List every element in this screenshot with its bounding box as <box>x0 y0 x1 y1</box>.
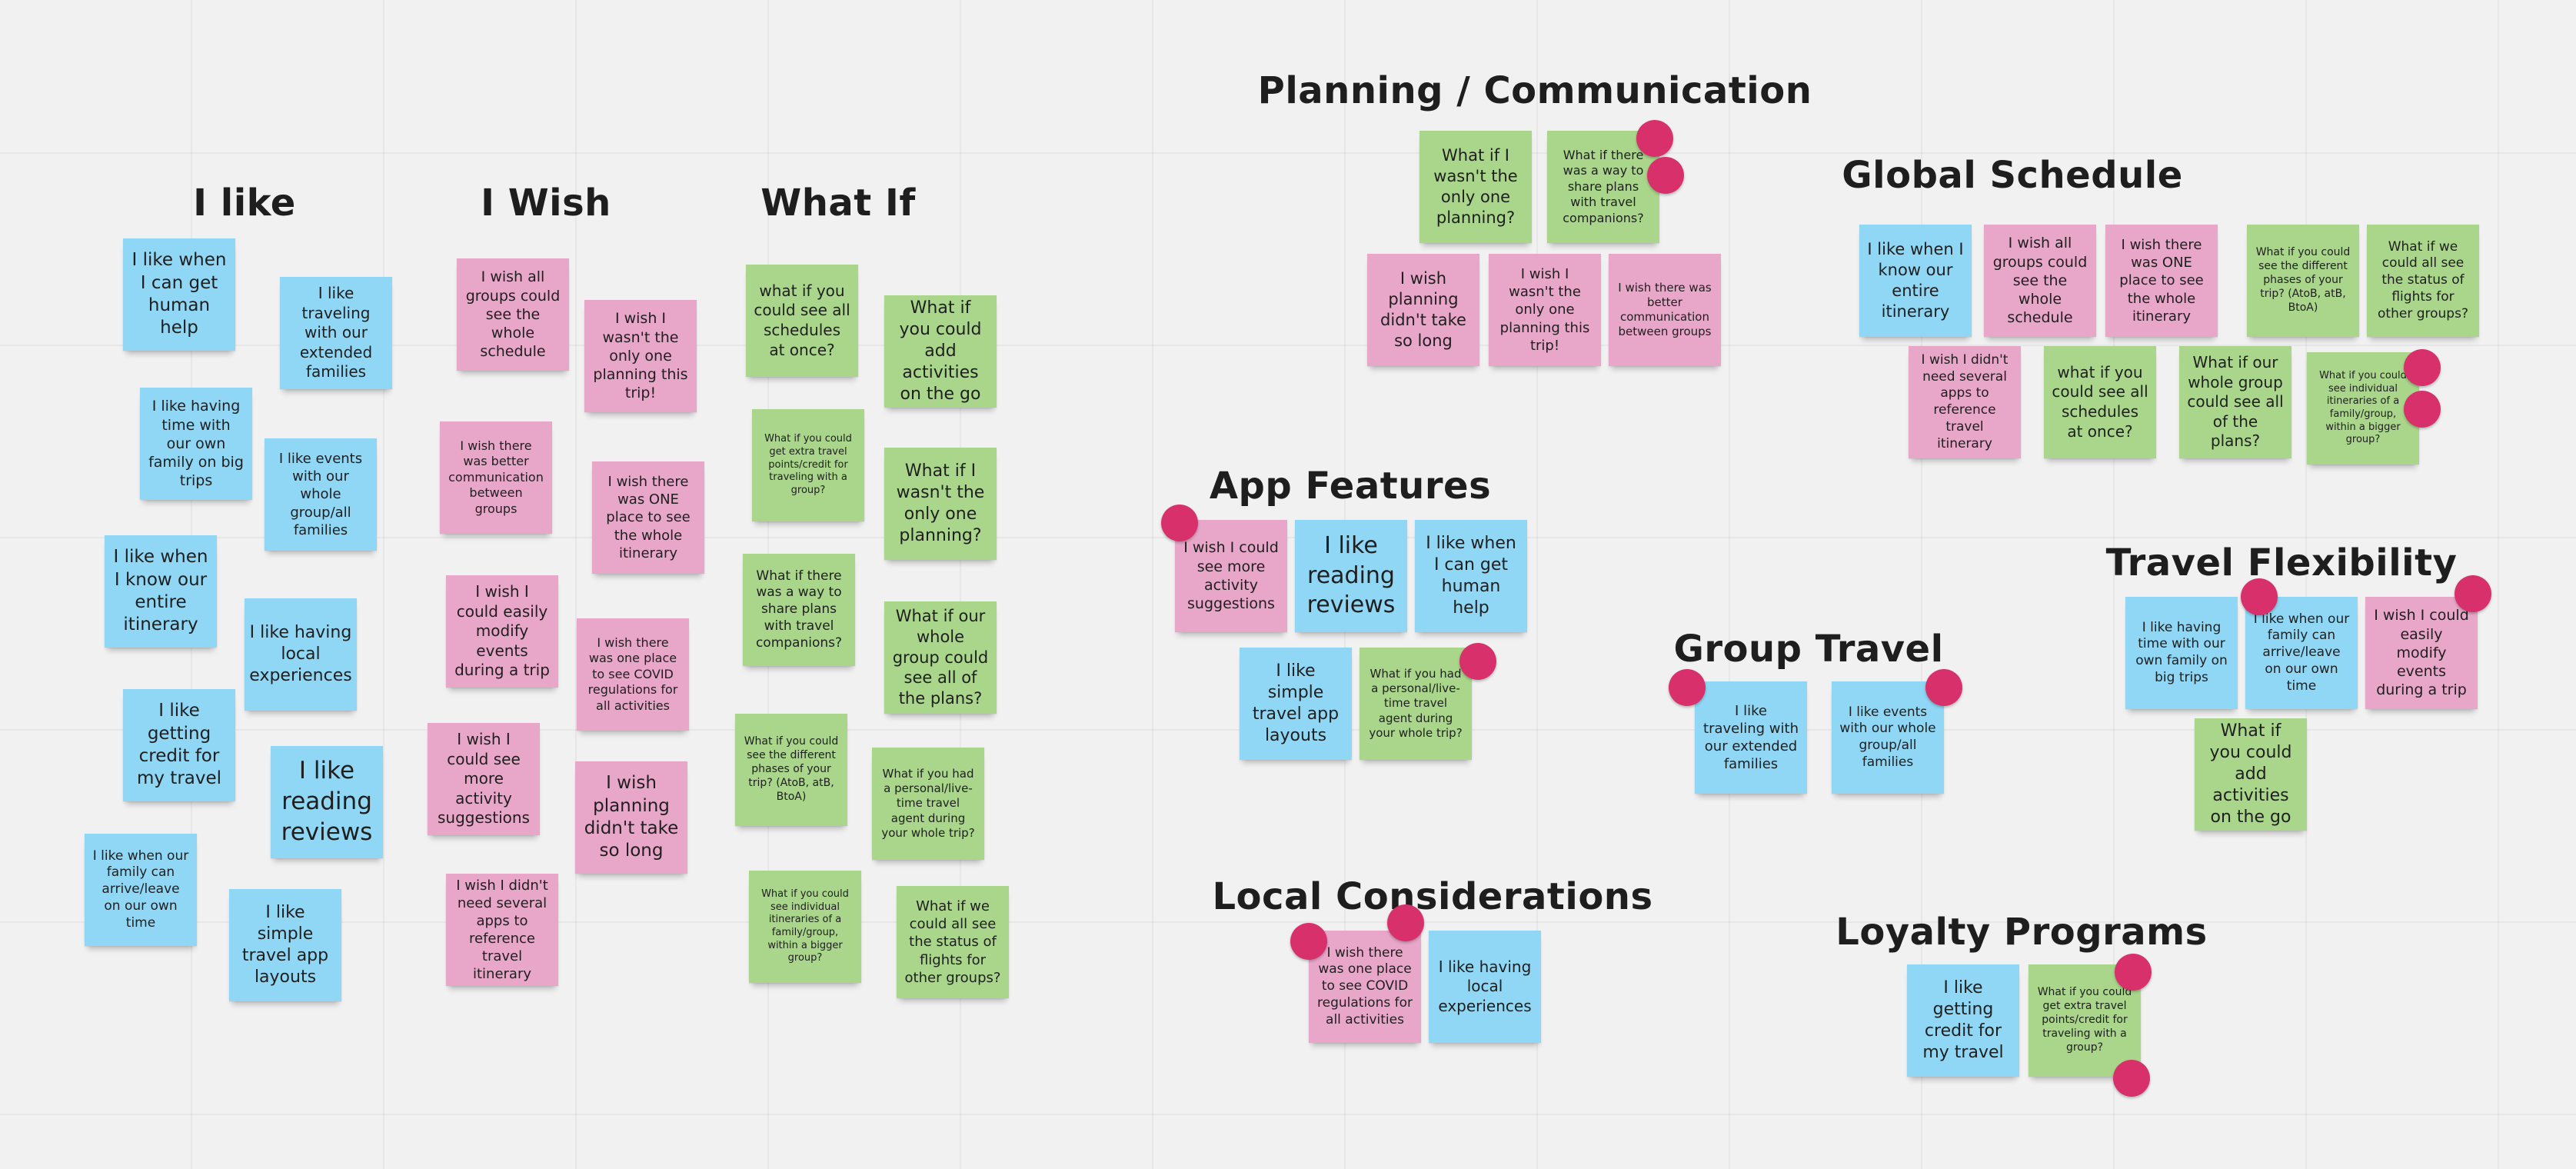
sticky-note[interactable]: I like simple travel app layouts <box>1240 648 1352 760</box>
vote-dot[interactable] <box>1636 120 1673 157</box>
heading-app-features: App Features <box>1209 465 1492 508</box>
sticky-note[interactable]: I wish planning didn't take so long <box>575 761 687 874</box>
sticky-note[interactable]: What if there was a way to share plans w… <box>743 554 855 666</box>
sticky-note[interactable]: What if you could see individual itinera… <box>749 871 861 983</box>
sticky-note[interactable]: I like traveling with our extended famil… <box>280 277 392 389</box>
sticky-note[interactable]: I wish I could see more activity suggest… <box>1175 520 1287 632</box>
sticky-note[interactable]: what if you could see all schedules at o… <box>746 265 858 377</box>
sticky-note[interactable]: I like having time with our own family o… <box>2125 597 2238 709</box>
sticky-note[interactable]: I like when our family can arrive/leave … <box>2245 597 2358 709</box>
sticky-note[interactable]: I like when I can get human help <box>123 238 235 351</box>
sticky-note[interactable]: I like getting credit for my travel <box>123 689 235 801</box>
vote-dot[interactable] <box>2404 349 2441 386</box>
heading-planning-communication: Planning / Communication <box>1257 69 1812 112</box>
sticky-note[interactable]: What if you could add activities on the … <box>884 295 997 408</box>
sticky-note[interactable]: I wish planning didn't take so long <box>1367 254 1479 366</box>
sticky-note[interactable]: What if we could all see the status of f… <box>2367 225 2479 337</box>
sticky-note[interactable]: I like having local experiences <box>245 598 357 711</box>
sticky-note[interactable]: I wish there was better communication be… <box>440 421 552 534</box>
vote-dot[interactable] <box>1925 669 1962 706</box>
sticky-note[interactable]: I wish I could easily modify events duri… <box>2365 597 2478 709</box>
heading-what-if: What If <box>760 182 916 225</box>
vote-dot[interactable] <box>1290 923 1327 960</box>
sticky-note[interactable]: What if I wasn't the only one planning? <box>884 448 997 560</box>
sticky-note[interactable]: I like when I know our entire itinerary <box>105 535 217 648</box>
sticky-note[interactable]: What if you could see the different phas… <box>735 714 847 826</box>
vote-dot[interactable] <box>1161 505 1198 541</box>
sticky-note[interactable]: What if you had a personal/live-time tra… <box>1360 648 1472 760</box>
sticky-note[interactable]: I like events with our whole group/all f… <box>1832 681 1944 794</box>
sticky-note[interactable]: I wish I didn't need several apps to ref… <box>1909 346 2021 458</box>
sticky-note[interactable]: I wish all groups could see the whole sc… <box>457 258 569 371</box>
sticky-note[interactable]: what if you could see all schedules at o… <box>2044 346 2156 458</box>
sticky-note[interactable]: I wish all groups could see the whole sc… <box>1984 225 2096 337</box>
sticky-note[interactable]: I like when our family can arrive/leave … <box>85 834 197 946</box>
sticky-note[interactable]: I like having local experiences <box>1429 931 1541 1043</box>
sticky-note[interactable]: What if you could see individual itinera… <box>2307 352 2419 465</box>
sticky-note[interactable]: I wish I could see more activity suggest… <box>428 723 540 835</box>
sticky-note[interactable]: I wish I wasn't the only one planning th… <box>584 300 697 412</box>
vote-dot[interactable] <box>1647 157 1684 194</box>
heading-i-wish: I Wish <box>481 182 611 225</box>
sticky-note[interactable]: I wish there was better communication be… <box>1609 254 1721 366</box>
sticky-note[interactable]: What if you had a personal/live-time tra… <box>872 748 984 860</box>
vote-dot[interactable] <box>2113 1060 2150 1097</box>
sticky-note[interactable]: What if our whole group could see all of… <box>2179 346 2291 458</box>
sticky-note[interactable]: I wish I wasn't the only one planning th… <box>1489 254 1601 366</box>
sticky-note[interactable]: I wish there was one place to see COVID … <box>577 618 689 731</box>
heading-group-travel: Group Travel <box>1673 628 1944 671</box>
vote-dot[interactable] <box>2455 575 2491 612</box>
sticky-note[interactable]: What if you could add activities on the … <box>2195 718 2307 831</box>
sticky-note[interactable]: What if I wasn't the only one planning? <box>1419 131 1532 243</box>
vote-dot[interactable] <box>1669 669 1706 706</box>
sticky-note[interactable]: What if you could get extra travel point… <box>752 409 864 521</box>
sticky-note[interactable]: What if our whole group could see all of… <box>884 601 997 714</box>
heading-travel-flexibility: Travel Flexibility <box>2105 541 2458 584</box>
sticky-note[interactable]: I like having time with our own family o… <box>140 388 252 500</box>
sticky-note[interactable]: I like when I can get human help <box>1415 520 1527 632</box>
sticky-note[interactable]: I wish I didn't need several apps to ref… <box>446 874 558 986</box>
sticky-note[interactable]: I like events with our whole group/all f… <box>265 438 377 551</box>
sticky-note[interactable]: I wish I could easily modify events duri… <box>446 575 558 688</box>
vote-dot[interactable] <box>1387 904 1424 941</box>
sticky-note[interactable]: I wish there was ONE place to see the wh… <box>592 461 704 574</box>
sticky-note[interactable]: I like getting credit for my travel <box>1907 964 2019 1077</box>
sticky-note[interactable]: I like reading reviews <box>271 746 383 858</box>
sticky-note[interactable]: I wish there was one place to see COVID … <box>1309 931 1421 1043</box>
sticky-note[interactable]: I wish there was ONE place to see the wh… <box>2105 225 2218 337</box>
sticky-note[interactable]: I like reading reviews <box>1295 520 1407 632</box>
heading-i-like: I like <box>193 182 296 225</box>
sticky-note[interactable]: I like when I know our entire itinerary <box>1859 225 1972 337</box>
sticky-note[interactable]: What if we could all see the status of f… <box>897 886 1009 998</box>
sticky-note[interactable]: I like traveling with our extended famil… <box>1695 681 1807 794</box>
sticky-note[interactable]: I like simple travel app layouts <box>229 889 341 1001</box>
vote-dot[interactable] <box>2115 954 2152 991</box>
heading-global-schedule: Global Schedule <box>1842 154 2183 197</box>
sticky-note[interactable]: What if you could see the different phas… <box>2247 225 2359 337</box>
heading-local-considerations: Local Considerations <box>1212 875 1653 918</box>
vote-dot[interactable] <box>2404 391 2441 428</box>
vote-dot[interactable] <box>1459 643 1496 680</box>
vote-dot[interactable] <box>2241 578 2278 615</box>
heading-loyalty-programs: Loyalty Programs <box>1835 911 2208 954</box>
